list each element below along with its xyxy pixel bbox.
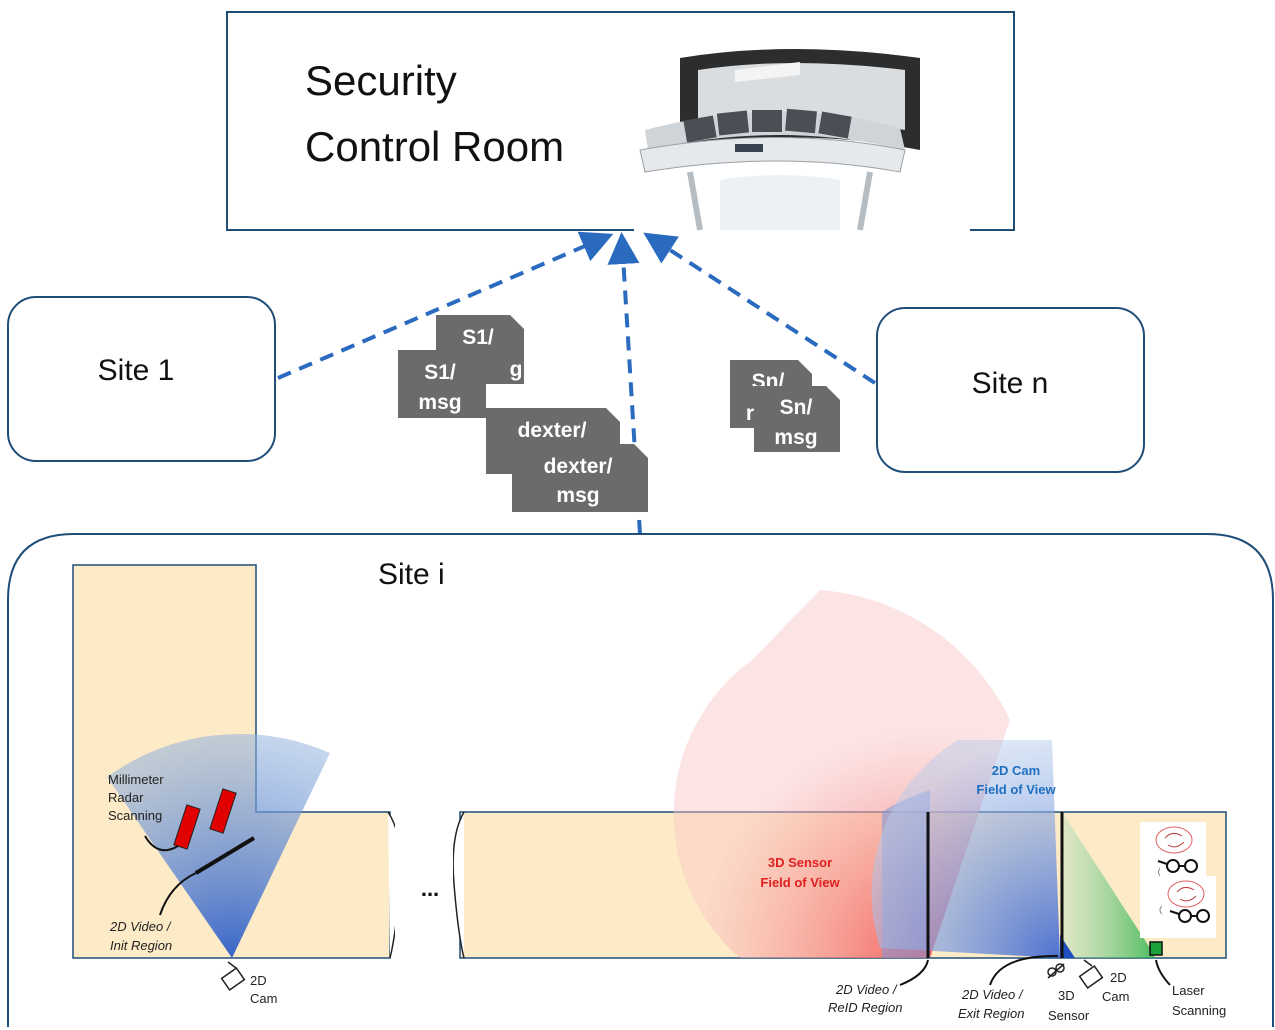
radar-label-line3: Scanning [108,808,162,823]
reid-label-line1: 2D Video / [835,982,898,997]
message-dexter-front: dexter/ msg [512,444,648,512]
control-room-title-line1: Security [305,57,457,104]
sensor3d-icon [1047,963,1065,979]
laser-label-line1: Laser [1172,983,1205,998]
message-dexter-front-line1: dexter/ [544,455,613,478]
init-region-line [194,836,256,875]
left-cam-label-line1: 2D [250,973,267,988]
break-right [452,811,465,959]
reid-label-line2: ReID Region [828,1000,902,1015]
floorplan: ... Millimeter Radar Scanning 2D Video /… [72,564,1227,1023]
message-dexter-front-line2: msg [556,484,599,507]
laser-label-line2: Scanning [1172,1003,1226,1018]
sensor3d-label-line2: Field of View [760,875,840,890]
ellipsis: ... [421,876,439,901]
site-i-label: Site i [378,558,445,591]
radar-label-line2: Radar [108,790,144,805]
site-n-box: Site n [876,307,1145,473]
exit-label-line1: 2D Video / [961,987,1024,1002]
laser-scanner-icon [1149,941,1163,956]
site-1-box: Site 1 [7,296,276,462]
message-sn-front: Sn/ msg [754,386,840,452]
cam2d-fov-label-line1: 2D Cam [992,763,1040,778]
sensor-label-line2: Sensor [1048,1008,1090,1023]
message-s1-front: S1/ msg [398,350,486,418]
sensor3d-label-line1: 3D Sensor [768,855,832,870]
right-camera-icon [1078,959,1104,989]
person-sketch-2 [1140,876,1216,938]
sensor-label-line1: 3D [1058,988,1075,1003]
message-sn-back-line2: r [746,402,754,425]
message-dexter-back-line1: dexter/ [518,419,587,442]
laser-fov [1062,812,1155,958]
cam2d-fov [871,740,1060,958]
control-room-title-line2: Control Room [305,123,564,170]
cam2d-fov-label-line2: Field of View [976,782,1056,797]
message-sn-front-line1: Sn/ [780,396,813,419]
person-sketch-1 [1140,822,1206,878]
right-cam-label-line2: Cam [1102,989,1129,1004]
right-cam-label-line1: 2D [1110,970,1127,985]
site-n-label: Site n [972,367,1049,400]
exit-label-line2: Exit Region [958,1006,1024,1021]
init-label-line2: Init Region [110,938,172,953]
radar-bar-1 [173,804,201,850]
message-s1-back-line1: S1/ [462,326,494,349]
control-console-image [634,49,970,231]
left-cam-label-line2: Cam [250,991,277,1006]
arrow-site1 [277,231,614,380]
message-s1-front-line2: msg [418,391,461,414]
radar-label-line1: Millimeter [108,772,164,787]
left-camera-icon [220,961,246,991]
init-label-line1: 2D Video / [109,919,172,934]
site-1-label: Site 1 [98,354,175,387]
message-s1-back-line2: g [510,358,523,381]
left-cam-fov [107,733,330,958]
radar-bar-2 [209,788,237,834]
message-s1-front-line1: S1/ [424,361,456,384]
message-sn-front-line2: msg [774,426,817,449]
